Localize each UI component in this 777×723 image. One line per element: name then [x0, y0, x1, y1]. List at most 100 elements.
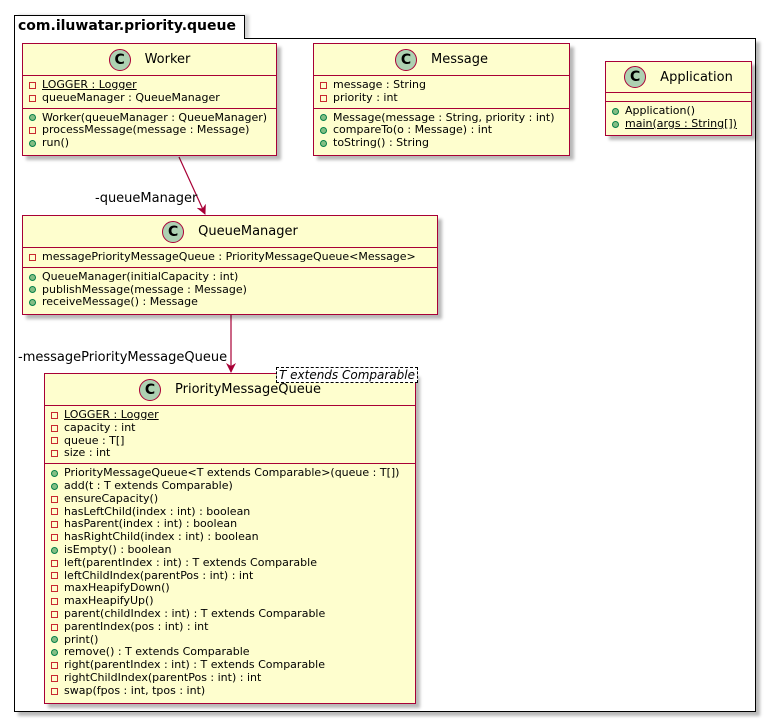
field-text: capacity : int [64, 420, 136, 434]
class-field: LOGGER : Logger [29, 78, 270, 92]
method-text: hasParent(index : int) : boolean [64, 517, 238, 531]
class-method: hasLeftChild(index : int) : boolean [51, 505, 409, 519]
method-text: run() [42, 136, 70, 150]
template-parameter: T extends Comparable [275, 367, 418, 383]
method-text: compareTo(o : Message) : int [333, 123, 493, 137]
private-visibility-icon [51, 521, 58, 529]
class-field: messagePriorityMessageQueue : PriorityMe… [29, 250, 431, 264]
class-methods-section: Message(message : String, priority : int… [314, 109, 569, 153]
method-text: maxHeapifyUp() [64, 594, 154, 608]
private-visibility-icon [29, 81, 36, 89]
method-text: publishMessage(message : Message) [42, 282, 247, 296]
class-methods-section: PriorityMessageQueue<T extends Comparabl… [45, 464, 415, 700]
private-visibility-icon [320, 94, 327, 102]
private-visibility-icon [51, 534, 58, 542]
method-text: parent(childIndex : int) : T extends Com… [64, 606, 326, 620]
public-visibility-icon [320, 140, 327, 148]
class-field: message : String [320, 78, 563, 92]
private-visibility-icon [51, 437, 58, 445]
field-text: messagePriorityMessageQueue : PriorityMe… [42, 250, 416, 263]
method-text: leftChildIndex(parentPos : int) : int [64, 568, 254, 582]
method-text: main(args : String[]) [625, 116, 737, 130]
class-name: Message [431, 52, 488, 67]
private-visibility-icon [51, 572, 58, 580]
field-text: LOGGER : Logger [64, 408, 159, 421]
method-text: ensureCapacity() [64, 491, 159, 505]
class-method: left(parentIndex : int) : T extends Comp… [51, 556, 409, 570]
private-visibility-icon [51, 411, 58, 419]
class-method: maxHeapifyDown() [51, 582, 409, 595]
method-text: maxHeapifyDown() [64, 581, 170, 595]
class-field: capacity : int [51, 420, 409, 435]
private-visibility-icon [51, 610, 58, 618]
private-visibility-icon [51, 450, 58, 458]
relation-worker-queuemanager [178, 156, 206, 215]
class-method: maxHeapifyUp() [51, 594, 409, 608]
private-visibility-icon [51, 424, 58, 432]
class-method: publishMessage(message : Message) [29, 282, 431, 297]
method-text: PriorityMessageQueue<T extends Comparabl… [64, 466, 400, 480]
public-visibility-icon [51, 482, 58, 490]
method-text: Message(message : String, priority : int… [333, 110, 555, 124]
public-visibility-icon [320, 114, 327, 122]
class-icon: C [139, 378, 162, 401]
class-method: swap(fpos : int, tpos : int) [51, 684, 409, 698]
field-text: size : int [64, 446, 111, 460]
class-method: remove() : T extends Comparable [51, 646, 409, 659]
class-method: add(t : T extends Comparable) [51, 479, 409, 493]
class-method: hasRightChild(index : int) : boolean [51, 530, 409, 544]
public-visibility-icon [29, 286, 36, 294]
class-icon: C [162, 220, 185, 243]
private-visibility-icon [51, 662, 58, 670]
method-text: toString() : String [333, 136, 429, 150]
class-icon: C [395, 48, 417, 71]
class-fields-section [606, 93, 751, 102]
class-method: Application() [612, 104, 745, 118]
field-text: queue : T[] [64, 433, 125, 447]
private-visibility-icon [51, 508, 58, 516]
public-visibility-icon [29, 273, 36, 281]
private-visibility-icon [29, 253, 36, 261]
private-visibility-icon [29, 127, 36, 135]
class-method: compareTo(o : Message) : int [320, 124, 563, 137]
class-method: receiveMessage() : Message [29, 296, 431, 309]
class-method: ensureCapacity() [51, 491, 409, 506]
class-method: main(args : String[]) [612, 116, 745, 131]
package-name: com.iluwatar.priority.queue [18, 18, 236, 34]
field-text: message : String [333, 78, 426, 91]
class-method: print() [51, 633, 409, 647]
public-visibility-icon [320, 127, 327, 135]
class-method: parentIndex(pos : int) : int [51, 620, 409, 634]
class-method: toString() : String [320, 136, 563, 150]
relation-label-message-priority-queue: -messagePriorityMessageQueue [18, 350, 228, 365]
class-name: Application [660, 69, 733, 85]
method-text: remove() : T extends Comparable [64, 645, 250, 659]
class-name: PriorityMessageQueue [175, 382, 321, 397]
method-text: Worker(queueManager : QueueManager) [42, 110, 268, 124]
public-visibility-icon [612, 107, 619, 115]
method-text: receiveMessage() : Message [42, 295, 198, 309]
class-field: priority : int [320, 91, 563, 105]
relation-label-queue-manager: -queueManager [95, 191, 198, 206]
class-field: size : int [51, 447, 409, 460]
class-method: run() [29, 136, 270, 150]
field-text: LOGGER : Logger [42, 78, 137, 91]
public-visibility-icon [51, 649, 58, 657]
method-text: isEmpty() : boolean [64, 542, 172, 556]
private-visibility-icon [51, 559, 58, 567]
private-visibility-icon [51, 598, 58, 606]
method-text: right(parentIndex : int) : T extends Com… [64, 658, 325, 672]
class-name: Worker [144, 52, 191, 67]
class-icon: C [108, 48, 131, 71]
private-visibility-icon [51, 495, 58, 503]
package-tab [14, 15, 245, 39]
